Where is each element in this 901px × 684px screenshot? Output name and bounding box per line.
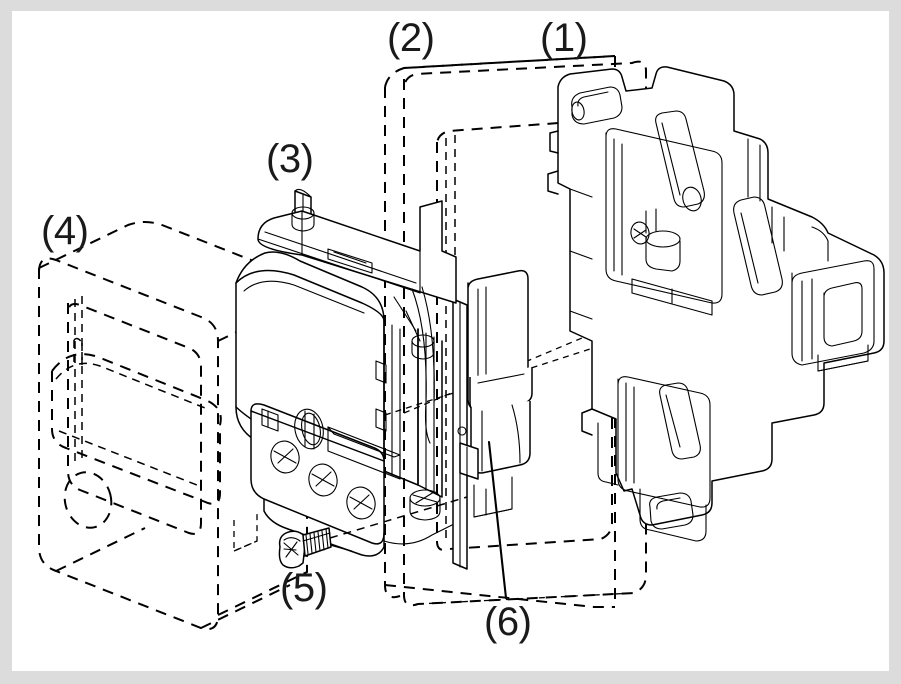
part-6-retaining-clip-latch bbox=[452, 269, 533, 570]
screw-assembly-axis bbox=[329, 496, 468, 539]
callout-label-4: (4) bbox=[41, 209, 89, 253]
terminal-screw-1 bbox=[270, 440, 300, 474]
callout-label-6: (6) bbox=[484, 600, 532, 644]
callout-label-2: (2) bbox=[387, 16, 435, 60]
leader-line-6 bbox=[487, 440, 508, 600]
part-4-front-cover-plate bbox=[38, 221, 308, 631]
part-5-pan-head-screw bbox=[278, 496, 468, 569]
part-1-mounting-yoke-frame bbox=[547, 66, 885, 542]
terminal-screw-3 bbox=[346, 486, 376, 520]
part-3-sensor-module-body bbox=[235, 188, 457, 557]
exploded-assembly-drawing: .ln { fill:none; stroke:#000; stroke-wid… bbox=[38, 55, 885, 631]
callout-label-3: (3) bbox=[266, 137, 314, 181]
terminal-screw-2 bbox=[308, 463, 338, 497]
module-bottom-knob bbox=[409, 489, 441, 521]
yoke-pivot-boss bbox=[630, 208, 681, 272]
drawing-canvas: .ln { fill:none; stroke:#000; stroke-wid… bbox=[12, 11, 889, 671]
callout-label-5: (5) bbox=[280, 566, 328, 610]
callout-label-1: (1) bbox=[540, 16, 588, 60]
yoke-terminal-housing bbox=[791, 260, 875, 372]
